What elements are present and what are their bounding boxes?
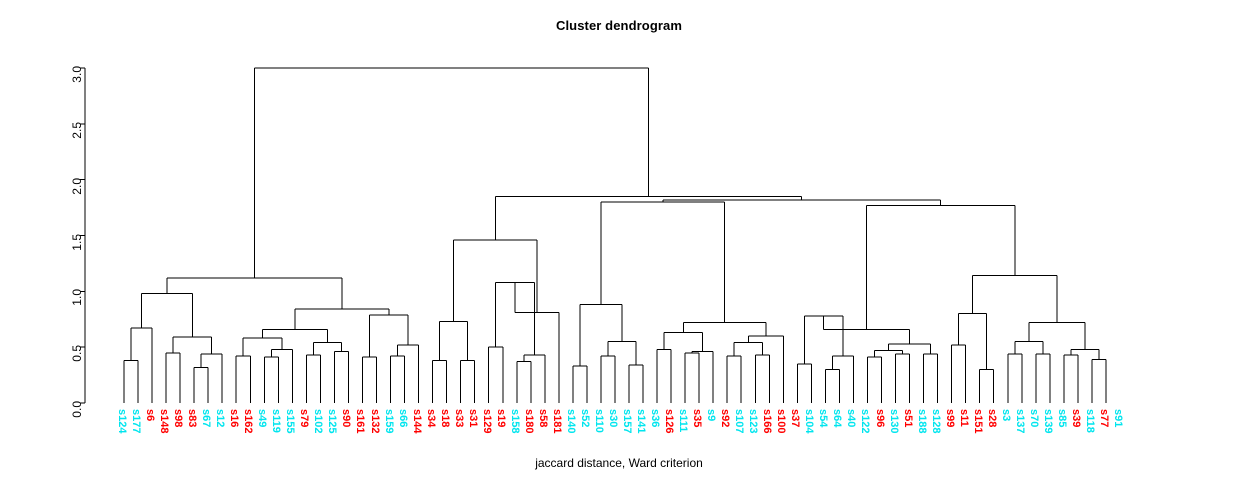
leaf-label: s64 bbox=[831, 409, 844, 428]
leaf-label: s40 bbox=[845, 409, 858, 428]
leaf-label: s70 bbox=[1027, 409, 1040, 428]
leaf-label: s92 bbox=[719, 409, 732, 428]
leaf-label: s35 bbox=[691, 409, 704, 428]
leaf-label: s188 bbox=[915, 409, 928, 434]
leaf-label: s148 bbox=[158, 409, 171, 434]
leaf-label: s123 bbox=[747, 409, 760, 434]
leaf-label: s181 bbox=[550, 409, 563, 434]
leaf-label: s119 bbox=[270, 409, 283, 433]
x-axis-label: jaccard distance, Ward criterion bbox=[535, 456, 703, 470]
y-tick-label: 1.5 bbox=[70, 233, 84, 251]
leaf-label: s36 bbox=[649, 409, 662, 428]
leaf-label: s166 bbox=[761, 409, 774, 434]
leaf-label: s141 bbox=[635, 409, 648, 434]
leaf-label: s11 bbox=[957, 409, 970, 427]
leaf-label: s128 bbox=[929, 409, 942, 434]
page-title: Cluster dendrogram bbox=[555, 18, 683, 33]
leaf-label: s12 bbox=[214, 409, 227, 428]
leaf-label: s3 bbox=[999, 409, 1012, 422]
leaf-label: s161 bbox=[354, 409, 367, 434]
leaf-label: s49 bbox=[256, 409, 269, 428]
leaf-label: s140 bbox=[564, 409, 577, 434]
leaf-label: s6 bbox=[144, 409, 157, 422]
leaf-label: s28 bbox=[985, 409, 998, 428]
leaf-label: s155 bbox=[284, 409, 297, 434]
leaf-label: s16 bbox=[228, 409, 241, 428]
leaf-label: s162 bbox=[242, 409, 255, 434]
leaf-label: s177 bbox=[130, 409, 143, 434]
leaf-label: s39 bbox=[1069, 409, 1082, 428]
leaf-label: s111 bbox=[677, 409, 690, 433]
leaf-label: s139 bbox=[1041, 409, 1054, 434]
leaf-label: s85 bbox=[1055, 409, 1068, 428]
dendrogram-links bbox=[123, 67, 1107, 403]
y-tick-label: 2.0 bbox=[70, 177, 84, 195]
leaf-label: s110 bbox=[592, 409, 605, 433]
leaf-label: s122 bbox=[859, 409, 872, 434]
leaf-label: s54 bbox=[817, 409, 830, 428]
leaf-label: s90 bbox=[340, 409, 353, 428]
leaf-label: s52 bbox=[578, 409, 591, 428]
leaf-label: s126 bbox=[663, 409, 676, 434]
leaf-label: s132 bbox=[368, 409, 381, 434]
leaf-label: s83 bbox=[186, 409, 199, 428]
leaf-label: s118 bbox=[1083, 409, 1096, 433]
leaf-label: s96 bbox=[873, 409, 886, 428]
leaf-label: s159 bbox=[382, 409, 395, 434]
leaf-label: s102 bbox=[312, 409, 325, 434]
leaf-label: s157 bbox=[621, 409, 633, 434]
leaf-label: s180 bbox=[522, 409, 535, 434]
leaf-label: s19 bbox=[494, 409, 507, 428]
leaf-label: s37 bbox=[789, 409, 802, 428]
leaf-label: s58 bbox=[536, 409, 549, 428]
leaf-label: s51 bbox=[901, 409, 914, 428]
leaf-label: s91 bbox=[1112, 409, 1124, 428]
leaf-label: s33 bbox=[452, 409, 465, 428]
y-tick-label: 2.5 bbox=[70, 121, 84, 139]
y-axis bbox=[80, 67, 86, 404]
y-tick-label: 1.0 bbox=[70, 289, 84, 307]
leaf-label: s30 bbox=[606, 409, 619, 428]
leaf-label: s67 bbox=[200, 409, 213, 428]
leaf-label: s98 bbox=[172, 409, 185, 428]
leaf-label: s144 bbox=[410, 409, 423, 434]
leaf-label: s151 bbox=[971, 409, 984, 434]
leaf-label: s79 bbox=[298, 409, 311, 428]
leaf-label: s77 bbox=[1097, 409, 1110, 428]
leaf-label: s9 bbox=[705, 409, 718, 422]
leaf-label: s129 bbox=[480, 409, 493, 434]
leaf-label: s125 bbox=[326, 409, 339, 434]
leaf-label: s158 bbox=[508, 409, 521, 434]
leaf-label: s18 bbox=[438, 409, 451, 428]
leaf-label: s34 bbox=[424, 409, 437, 428]
leaf-label: s100 bbox=[775, 409, 788, 434]
y-tick-label: 0.5 bbox=[70, 345, 84, 362]
leaf-label: s137 bbox=[1013, 409, 1026, 434]
y-tick-label: 3.0 bbox=[70, 66, 84, 83]
leaf-label: s31 bbox=[466, 409, 479, 428]
leaf-label: s66 bbox=[396, 409, 409, 428]
leaf-label: s124 bbox=[116, 409, 128, 434]
leaf-label: s99 bbox=[943, 409, 956, 428]
leaf-label: s107 bbox=[733, 409, 746, 434]
leaf-label: s104 bbox=[803, 409, 816, 434]
leaf-label: s130 bbox=[887, 409, 900, 434]
y-tick-label: 0.0 bbox=[70, 401, 84, 418]
